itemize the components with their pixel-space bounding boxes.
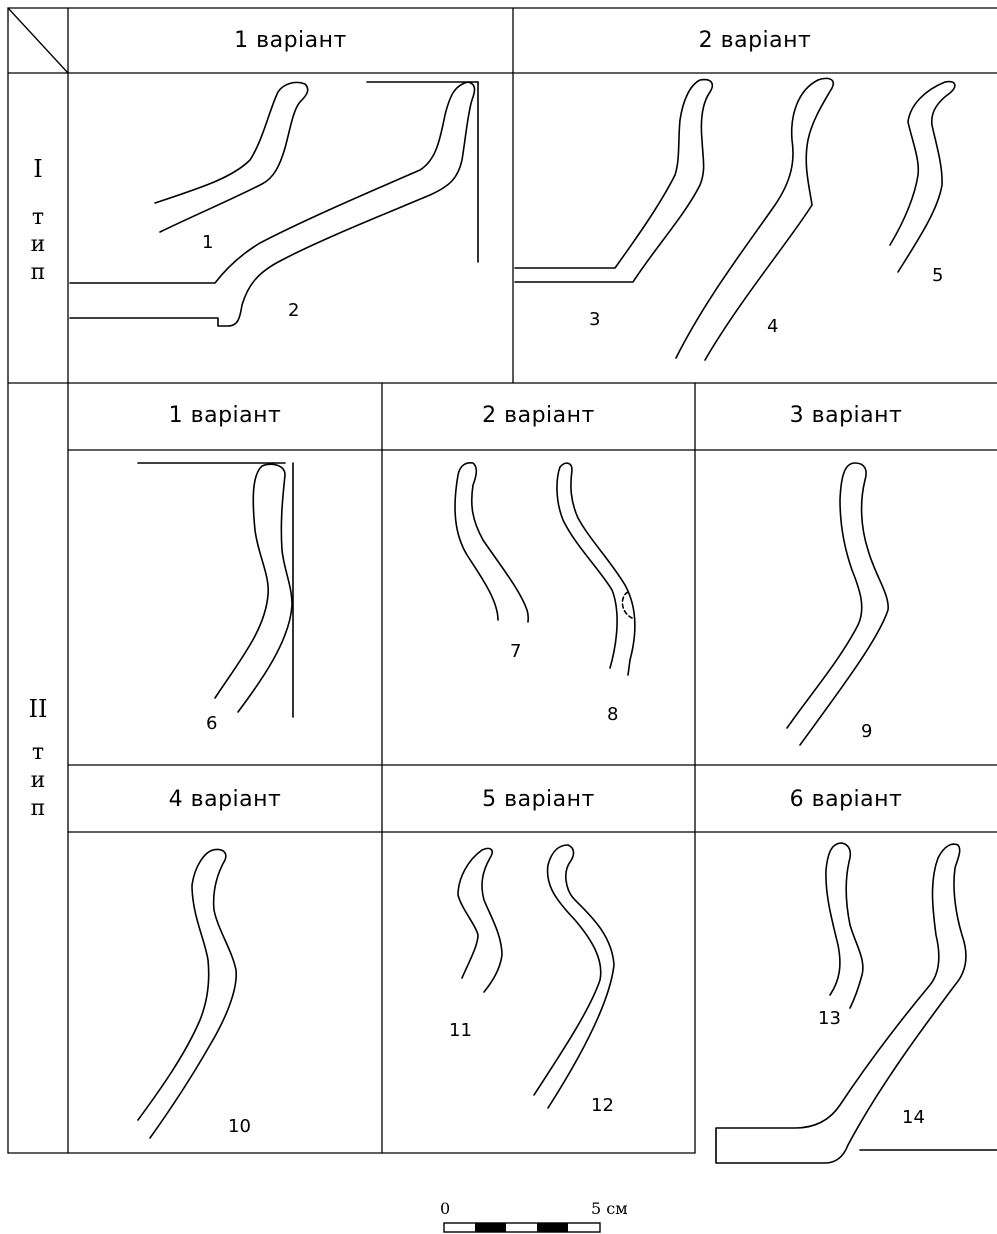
type1-letter-p: п	[30, 260, 46, 285]
type2-letter-p: п	[30, 796, 46, 821]
sherd-1-profile	[154, 81, 309, 233]
type1-roman: I	[33, 155, 43, 183]
sherd-7-profile	[454, 462, 530, 623]
scale-zero-label: 0	[440, 1199, 451, 1218]
sherd-14-profile	[715, 843, 997, 1164]
scale-bar	[443, 1222, 601, 1233]
type2-variant5-header: 5 варіант	[482, 787, 595, 812]
sherd-number-3: 3	[589, 309, 601, 330]
type2-variant3-header: 3 варіант	[789, 403, 903, 428]
type1-variant1-header: 1 варіант	[234, 28, 347, 53]
sherd-3-profile	[514, 78, 714, 283]
sherd-number-4: 4	[767, 316, 779, 337]
sherd-number-11: 11	[449, 1020, 472, 1041]
sherd-12-profile	[533, 844, 615, 1109]
sherd-number-5: 5	[932, 265, 944, 286]
sherd-number-14: 14	[902, 1107, 925, 1128]
sherd-6-profile	[137, 462, 294, 718]
type1-letter-y: и	[30, 232, 46, 257]
sherd-number-1: 1	[202, 232, 214, 253]
sherd-number-2: 2	[288, 300, 300, 321]
sherd-9-profile	[786, 462, 889, 746]
sherd-11-profile	[457, 847, 503, 993]
type2-variant4-header: 4 варіант	[168, 787, 282, 812]
sherd-2-profile	[69, 81, 479, 327]
corner-diagonal	[7, 7, 69, 74]
sherd-number-8: 8	[607, 704, 619, 725]
type2-roman: II	[28, 695, 48, 723]
type2-letter-t: т	[31, 740, 45, 765]
type2-variant1-header: 1 варіант	[168, 403, 282, 428]
table-grid	[7, 7, 997, 1154]
sherd-number-7: 7	[510, 641, 522, 662]
sherd-number-10: 10	[228, 1116, 251, 1137]
sherd-10-profile	[137, 848, 237, 1139]
sherd-4-profile	[675, 77, 834, 361]
sherd-13-profile	[825, 842, 864, 1009]
type2-variant2-header: 2 варіант	[482, 403, 595, 428]
sherd-number-12: 12	[591, 1095, 614, 1116]
sherd-number-6: 6	[206, 713, 218, 734]
sherd-8-profile	[556, 462, 636, 676]
scale-max-label: 5 см	[591, 1199, 628, 1218]
type1-letter-t: т	[31, 205, 45, 230]
type2-variant6-header: 6 варіант	[789, 787, 903, 812]
type2-letter-y: и	[30, 768, 46, 793]
type1-variant2-header: 2 варіант	[698, 28, 812, 53]
sherd-5-profile	[889, 80, 956, 273]
sherd-number-9: 9	[861, 721, 873, 742]
sherd-number-13: 13	[818, 1008, 841, 1029]
